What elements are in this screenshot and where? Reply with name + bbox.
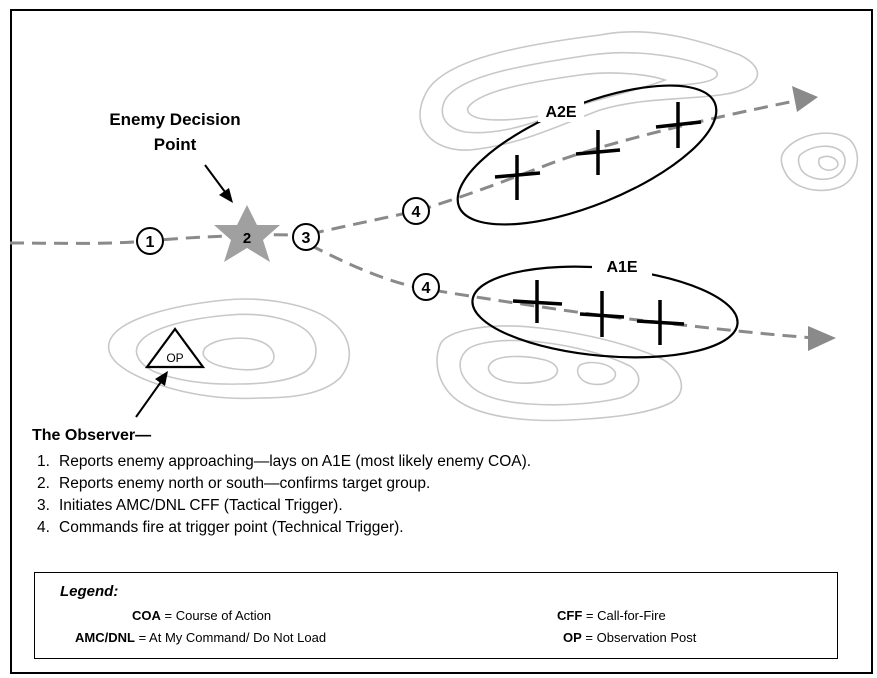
terrain-contour-east xyxy=(780,132,859,192)
svg-text:4: 4 xyxy=(412,204,421,221)
target-crosses-a2e xyxy=(494,102,702,200)
terrain-contour-north xyxy=(419,30,759,151)
observer-steps: 1.Reports enemy approaching—lays on A1E … xyxy=(37,451,531,539)
list-item: 3.Initiates AMC/DNL CFF (Tactical Trigge… xyxy=(37,497,343,514)
legend-title: Legend: xyxy=(60,583,119,600)
area-a2e-ellipse xyxy=(456,84,718,226)
legend-entry-cff: CFF = Call-for-Fire xyxy=(557,608,666,623)
step-marker-3: 3 xyxy=(292,223,320,251)
terrain-contour-west xyxy=(107,298,351,400)
op-symbol: OP xyxy=(144,327,206,369)
svg-text:3: 3 xyxy=(302,230,311,247)
step-marker-1: 1 xyxy=(136,227,164,255)
svg-text:1: 1 xyxy=(146,234,155,251)
target-cross xyxy=(512,299,563,306)
list-item: 2.Reports enemy north or south—confirms … xyxy=(37,475,431,492)
legend-entry-op: OP = Observation Post xyxy=(563,630,697,645)
target-cross xyxy=(636,319,685,326)
target-crosses-a1e xyxy=(512,280,685,345)
step-marker-4-south: 4 xyxy=(412,273,440,301)
legend-box: Legend: COA = Course of Action AMC/DNL =… xyxy=(34,572,838,659)
svg-text:4: 4 xyxy=(422,280,431,297)
enemy-route xyxy=(9,98,816,340)
route-north-branch xyxy=(309,98,801,236)
decision-point-label-line1: Enemy Decision xyxy=(109,110,240,129)
step-marker-4-north: 4 xyxy=(402,197,430,225)
decision-point-pointer xyxy=(204,164,233,203)
target-cross xyxy=(655,120,702,129)
decision-point-star xyxy=(214,205,280,262)
target-cross xyxy=(575,148,621,156)
area-a2e-label: A2E xyxy=(545,104,576,121)
decision-point-label-line2: Point xyxy=(154,135,197,154)
target-cross xyxy=(494,171,541,179)
route-south-branch xyxy=(309,243,816,340)
star-number: 2 xyxy=(243,230,251,247)
list-item: 4.Commands fire at trigger point (Techni… xyxy=(37,519,404,536)
route-south-arrowhead xyxy=(808,326,836,351)
observer-pointer xyxy=(135,371,168,418)
terrain-contour-south xyxy=(436,325,683,422)
area-a1e-label: A1E xyxy=(606,259,637,276)
observer-title: The Observer— xyxy=(32,427,152,444)
route-north-arrowhead xyxy=(792,86,818,112)
list-item: 1.Reports enemy approaching—lays on A1E … xyxy=(37,453,532,470)
legend-entry-amc-dnl: AMC/DNL = At My Command/ Do Not Load xyxy=(75,630,327,645)
target-cross xyxy=(579,312,625,319)
op-label: OP xyxy=(166,351,183,365)
legend-entry-coa: COA = Course of Action xyxy=(132,608,272,623)
route-main-approach xyxy=(9,232,311,245)
